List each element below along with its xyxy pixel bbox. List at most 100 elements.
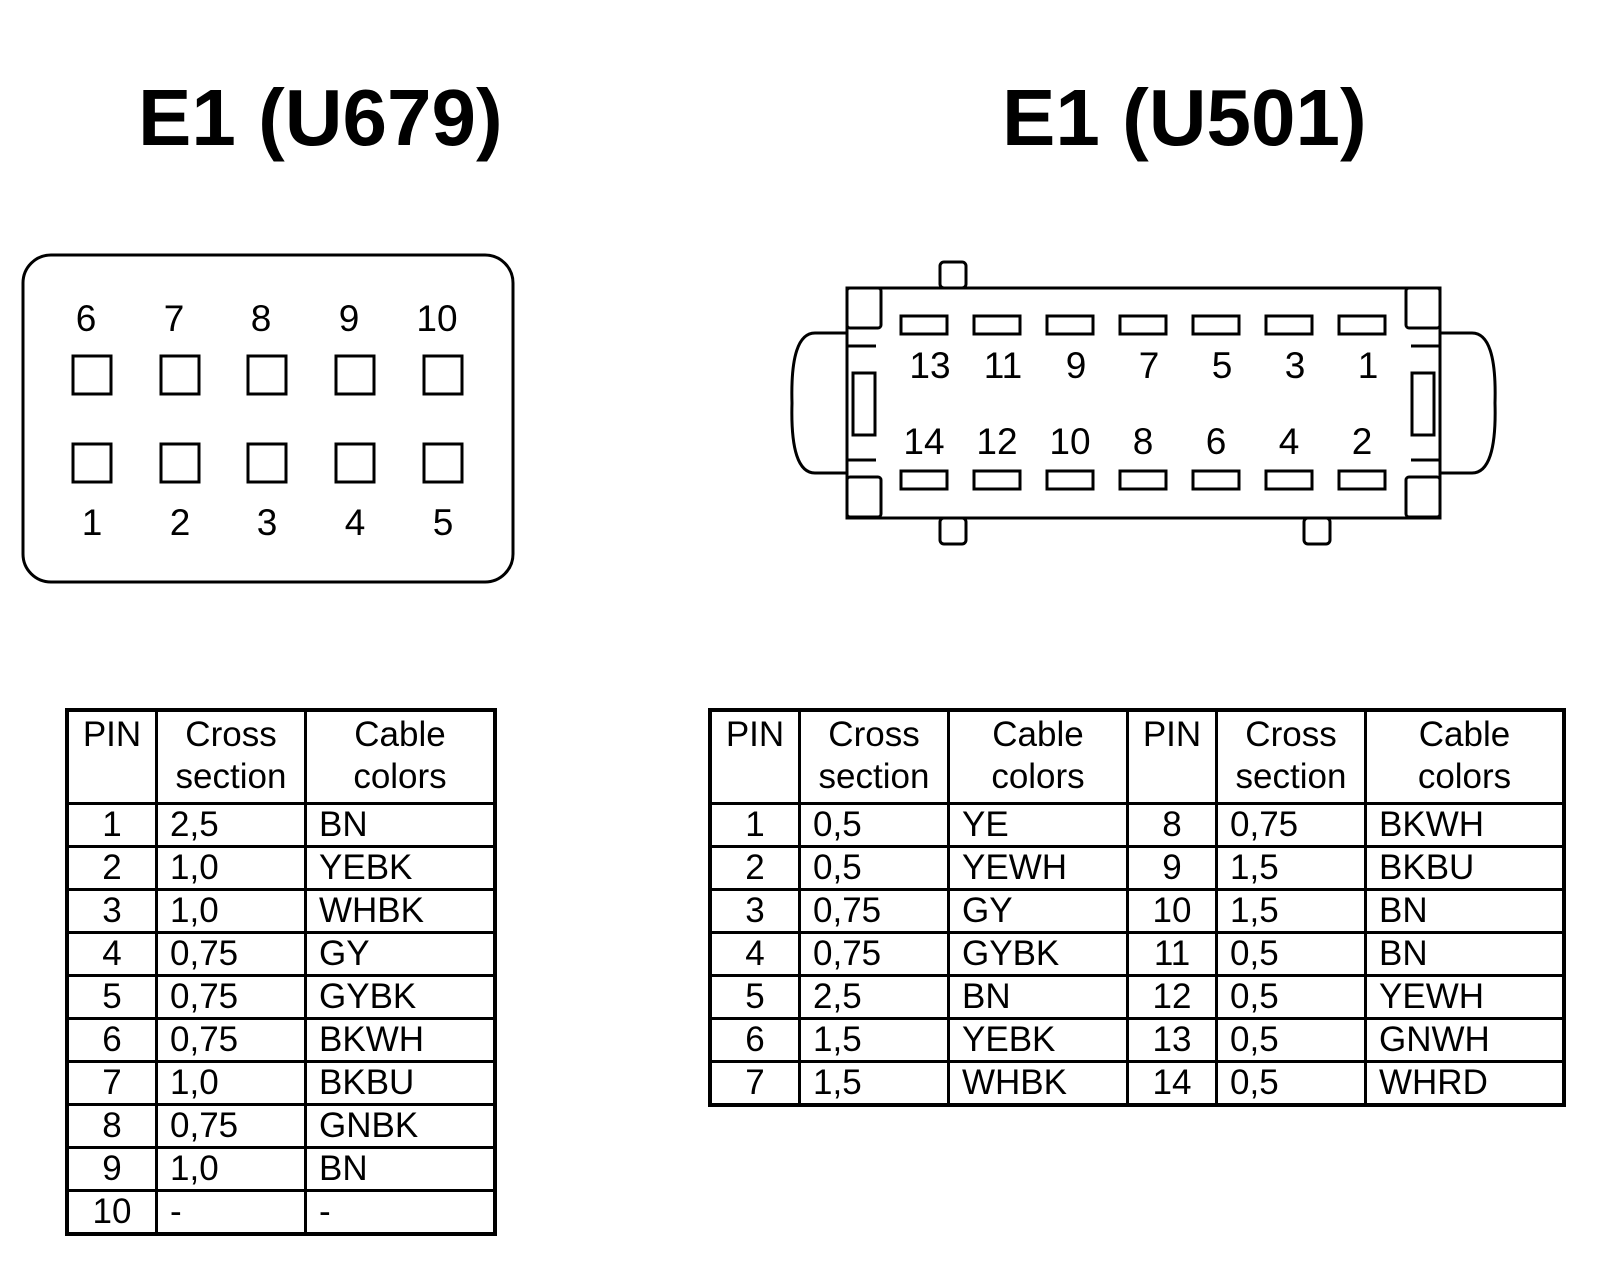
cross-section-cell: 0,5 bbox=[1215, 974, 1367, 1020]
cable-color-cell: GYBK bbox=[947, 931, 1129, 977]
cable-color-cell: BN bbox=[1364, 931, 1566, 977]
cross-section-cell: 0,5 bbox=[1215, 931, 1367, 977]
pin-cavity bbox=[899, 469, 949, 491]
pin-label: 5 bbox=[1212, 345, 1233, 386]
pin-label: 2 bbox=[1352, 421, 1373, 462]
pin-number-cell: 10 bbox=[1126, 888, 1218, 934]
cross-section-cell: 0,5 bbox=[798, 802, 950, 848]
pin-label: 9 bbox=[1066, 345, 1087, 386]
pin-cavity bbox=[1264, 314, 1314, 336]
cable-color-cell: BKWH bbox=[304, 1017, 497, 1063]
pin-cavity bbox=[246, 442, 288, 484]
cross-section-cell: 0,75 bbox=[155, 974, 307, 1020]
pin-cavity bbox=[334, 442, 376, 484]
cross-section-cell: 1,5 bbox=[798, 1017, 950, 1063]
pin-cavity bbox=[71, 442, 113, 484]
pin-number-cell: 8 bbox=[1126, 802, 1218, 848]
pin-number-cell: 8 bbox=[65, 1103, 158, 1149]
cable-color-cell: YEBK bbox=[304, 845, 497, 891]
pin-label: 8 bbox=[251, 298, 272, 339]
cross-section-cell: 0,75 bbox=[1215, 802, 1367, 848]
cable-color-cell: YEBK bbox=[947, 1017, 1129, 1063]
pin-cavity bbox=[1045, 314, 1095, 336]
pin-cavity bbox=[899, 314, 949, 336]
pin-cavity bbox=[1118, 314, 1168, 336]
connector-u501-title: E1 (U501) bbox=[1002, 73, 1367, 162]
header-pin: PIN bbox=[1126, 708, 1218, 805]
cross-section-cell: 2,5 bbox=[798, 974, 950, 1020]
cross-section-cell: 1,5 bbox=[798, 1060, 950, 1107]
cross-section-cell: 0,5 bbox=[798, 845, 950, 891]
pin-label: 10 bbox=[1049, 421, 1090, 462]
cross-section-cell: 0,75 bbox=[155, 1103, 307, 1149]
connector-u501-left-ear bbox=[790, 331, 847, 475]
pin-number-cell: 5 bbox=[708, 974, 801, 1020]
pin-label: 14 bbox=[903, 421, 944, 462]
pin-cavity bbox=[159, 354, 201, 396]
pin-number-cell: 2 bbox=[708, 845, 801, 891]
pin-number-cell: 3 bbox=[708, 888, 801, 934]
cable-color-cell: BN bbox=[304, 1146, 497, 1192]
pin-label: 1 bbox=[1358, 345, 1379, 386]
pin-number-cell: 4 bbox=[65, 931, 158, 977]
pin-cavity bbox=[334, 354, 376, 396]
pin-number-cell: 6 bbox=[708, 1017, 801, 1063]
pin-cavity bbox=[71, 354, 113, 396]
connector-u501-housing bbox=[845, 286, 1442, 520]
cable-color-cell: BKBU bbox=[1364, 845, 1566, 891]
cable-color-cell: WHBK bbox=[304, 888, 497, 934]
pin-cavity bbox=[1191, 469, 1241, 491]
cross-section-cell: 0,5 bbox=[1215, 1017, 1367, 1063]
connector-u501-guide bbox=[1411, 344, 1440, 462]
cable-color-cell: BN bbox=[947, 974, 1129, 1020]
pin-label: 4 bbox=[1279, 421, 1300, 462]
pin-number-cell: 14 bbox=[1126, 1060, 1218, 1107]
cable-color-cell: GYBK bbox=[304, 974, 497, 1020]
connector-u501-guide bbox=[847, 344, 876, 462]
cable-color-cell: WHBK bbox=[947, 1060, 1129, 1107]
cross-section-cell: 0,75 bbox=[155, 1017, 307, 1063]
connector-u501-corner bbox=[1404, 286, 1442, 330]
pin-cavity bbox=[972, 469, 1022, 491]
pin-number-cell: 1 bbox=[708, 802, 801, 848]
pin-number-cell: 9 bbox=[1126, 845, 1218, 891]
connector-u501-bottom-latch-left bbox=[938, 516, 968, 546]
connector-u679-title: E1 (U679) bbox=[138, 73, 503, 162]
pin-label: 7 bbox=[1139, 345, 1160, 386]
pin-number-cell: 11 bbox=[1126, 931, 1218, 977]
connector-u501-corner bbox=[845, 475, 883, 519]
cross-section-cell: 1,0 bbox=[155, 888, 307, 934]
pin-label: 8 bbox=[1133, 421, 1154, 462]
pin-label: 3 bbox=[257, 502, 278, 543]
pin-label: 5 bbox=[433, 502, 454, 543]
pin-label: 13 bbox=[909, 345, 950, 386]
connector-u501-corner bbox=[845, 286, 883, 330]
connector-u501-corner bbox=[1404, 475, 1442, 519]
pin-cavity bbox=[1337, 469, 1387, 491]
cross-section-cell: 1,0 bbox=[155, 845, 307, 891]
pin-number-cell: 6 bbox=[65, 1017, 158, 1063]
pin-number-cell: 12 bbox=[1126, 974, 1218, 1020]
pin-label: 12 bbox=[976, 421, 1017, 462]
connector-u501-bottom-latch-right bbox=[1302, 516, 1332, 546]
pin-label: 6 bbox=[1206, 421, 1227, 462]
pin-label: 6 bbox=[76, 298, 97, 339]
